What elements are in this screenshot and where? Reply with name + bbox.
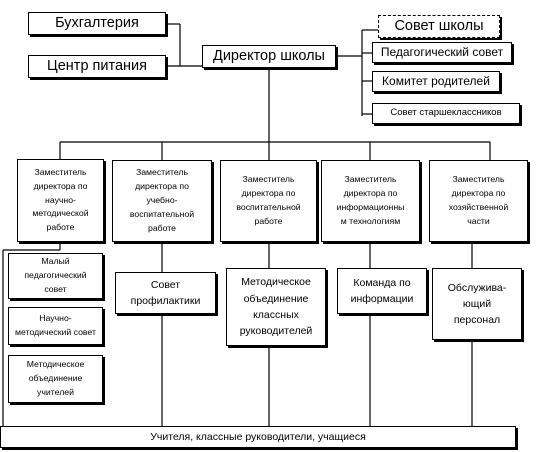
scientific-methodical-council-box: Научно- методический совет — [8, 307, 103, 345]
deputy-it-box: Заместитель директора по информационны м… — [321, 160, 420, 242]
food-center-box: Центр питания — [28, 55, 166, 78]
information-team-box: Команда по информации — [337, 268, 427, 314]
deputy-educational-box: Заместитель директора по учебно- воспита… — [112, 160, 212, 242]
service-staff-box: Обслужива- ющий персонал — [432, 268, 522, 340]
class-teachers-methodical-association-box: Методическое объединение классных руково… — [226, 268, 326, 346]
prevention-council-box: Совет профилактики — [115, 272, 216, 314]
director-box: Директор школы — [202, 45, 336, 68]
accounting-box: Бухгалтерия — [28, 12, 166, 35]
deputy-household-box: Заместитель директора по хозяйственной ч… — [429, 160, 528, 242]
school-council-box: Совет школы — [378, 15, 500, 38]
senior-students-council-box: Совет старшеклассников — [372, 103, 520, 124]
deputy-scientific-methodical-box: Заместитель директора по научно- методич… — [17, 159, 104, 242]
teachers-methodical-association-box: Методическое объединение учителей — [8, 355, 103, 403]
deputy-upbringing-box: Заместитель директора по воспитательной … — [220, 160, 317, 242]
small-pedagogical-council-box: Малый педагогический совет — [8, 253, 103, 299]
teachers-students-box: Учителя, классные руководители, учащиеся — [0, 426, 516, 448]
parents-committee-box: Комитет родителей — [372, 71, 500, 92]
pedagogical-council-box: Педагогический совет — [372, 42, 512, 63]
